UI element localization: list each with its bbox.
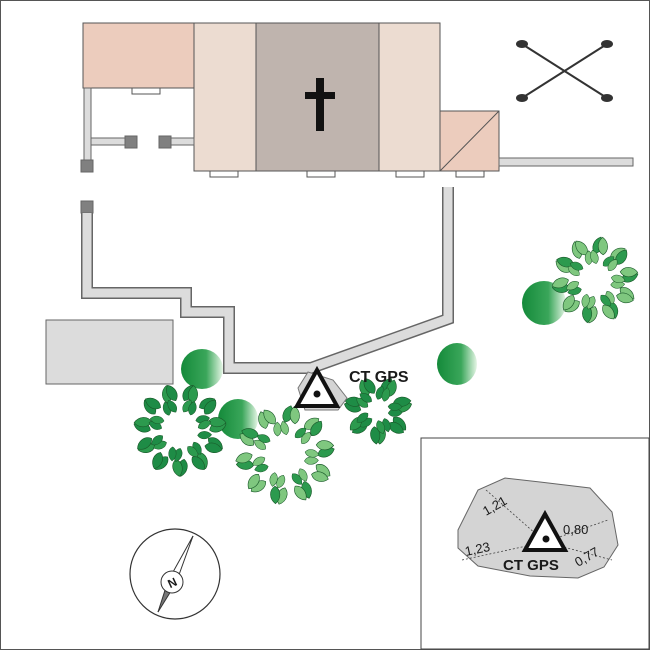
- gps-triangle-icon: [293, 365, 341, 408]
- church-building: [82, 22, 500, 178]
- leaf: [280, 420, 289, 435]
- leaf: [600, 294, 611, 307]
- leaf: [304, 456, 319, 465]
- leaf: [168, 446, 177, 462]
- church-left-aisle: [193, 22, 257, 172]
- leaf: [566, 281, 579, 291]
- bush-icon: [522, 281, 566, 325]
- leaf: [254, 439, 266, 450]
- gps-triangle-icon: [521, 509, 569, 552]
- leaf: [575, 240, 588, 256]
- leaf: [616, 292, 634, 304]
- leaf: [273, 421, 282, 437]
- leaf: [172, 458, 183, 477]
- inset-dim-label: 1,23: [464, 539, 492, 559]
- north-arrow-icon: N: [129, 528, 221, 620]
- fence-east: [498, 157, 634, 167]
- leaf: [270, 485, 281, 505]
- bush-icon: [437, 343, 477, 385]
- leaf: [291, 473, 303, 485]
- cross-icon: [305, 78, 335, 131]
- leaf: [582, 304, 593, 324]
- leaf: [363, 378, 376, 394]
- leaf: [187, 446, 198, 457]
- leaf: [581, 293, 590, 309]
- leaf: [607, 259, 618, 271]
- leaf: [187, 385, 198, 404]
- leaf: [197, 420, 211, 430]
- leaf: [137, 437, 152, 450]
- leaf: [191, 456, 205, 470]
- window-marker: [455, 170, 485, 178]
- leaf: [276, 475, 286, 489]
- leaf: [167, 400, 177, 413]
- leaf: [387, 402, 403, 411]
- leaf: [252, 456, 266, 466]
- leaf: [597, 236, 608, 256]
- leaf: [310, 420, 323, 437]
- leaf: [235, 452, 253, 464]
- leaf: [376, 420, 385, 434]
- window-marker: [209, 170, 239, 178]
- leaf: [562, 295, 575, 311]
- window-marker: [306, 170, 336, 178]
- church-right-aisle: [378, 22, 441, 172]
- leaf: [269, 472, 278, 487]
- leaf: [241, 428, 259, 439]
- leaf: [188, 401, 197, 416]
- leaf: [204, 442, 223, 453]
- leaf: [294, 485, 307, 501]
- leaf: [247, 473, 260, 490]
- leaf: [615, 249, 628, 265]
- leaf: [304, 449, 320, 458]
- leaf: [602, 304, 615, 320]
- leaf: [551, 277, 569, 289]
- shrub-icon: [235, 405, 335, 505]
- leaf: [289, 405, 300, 425]
- leaf: [300, 431, 311, 444]
- leaf: [256, 434, 271, 443]
- bush-icon: [181, 349, 223, 389]
- inset-dim-label: 0,80: [563, 522, 588, 537]
- leaf: [569, 261, 584, 271]
- leaf: [359, 393, 372, 403]
- leaf: [208, 417, 227, 428]
- gps-point: CT GPS: [293, 365, 409, 411]
- crossed-tools-icon: [516, 40, 613, 102]
- leaf: [356, 412, 369, 423]
- window-marker: [395, 170, 425, 178]
- shrub-icon: [133, 384, 227, 477]
- leaf: [151, 435, 163, 446]
- leaf: [166, 384, 178, 402]
- leaf: [381, 387, 390, 402]
- leaf: [619, 267, 639, 278]
- shed-block: [45, 319, 174, 385]
- footpath: [81, 187, 454, 374]
- leaf: [388, 421, 404, 434]
- window-marker: [131, 87, 161, 95]
- leaf: [254, 463, 269, 473]
- inset-detail: 1,21 1,23 0,80 0,77 CT GPS: [420, 437, 650, 650]
- leaf: [203, 399, 217, 415]
- leaf: [611, 274, 626, 284]
- shrub-icon: [551, 236, 639, 324]
- annex-diagonal: [439, 110, 500, 172]
- shrub-group: [133, 236, 639, 505]
- leaf: [311, 471, 329, 482]
- leaf: [152, 452, 163, 470]
- shrub-icon: [343, 378, 413, 445]
- leaf: [144, 397, 161, 410]
- leaf: [315, 440, 335, 451]
- leaf: [133, 417, 152, 428]
- church-porch-roof: [82, 22, 195, 89]
- porch-structure: [80, 87, 195, 214]
- gps-label: CT GPS: [349, 369, 409, 386]
- leaf: [197, 431, 212, 440]
- leaf: [263, 409, 276, 425]
- inset-gps-label: CT GPS: [503, 557, 559, 574]
- leaf: [590, 249, 599, 264]
- leaf: [149, 415, 165, 424]
